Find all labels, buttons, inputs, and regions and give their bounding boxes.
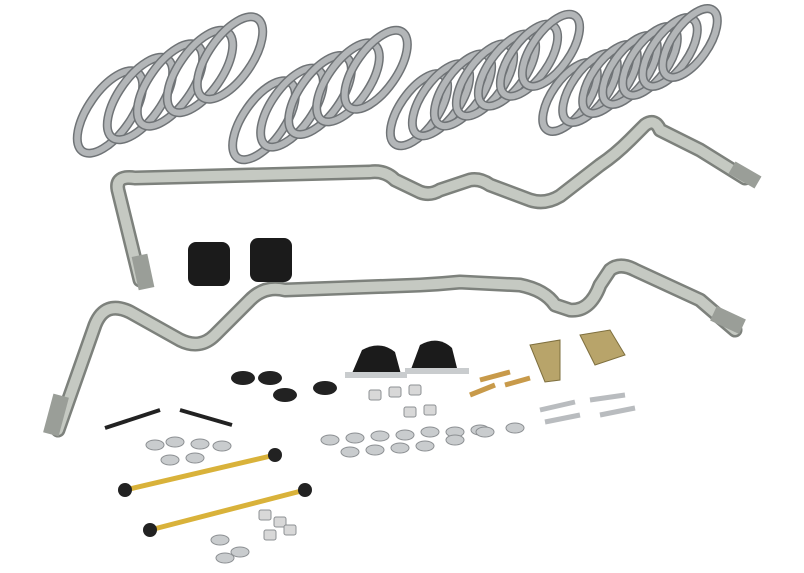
bolt [469, 382, 496, 398]
washer [420, 426, 440, 438]
bushing [250, 238, 292, 282]
nut [258, 509, 272, 521]
end-links [104, 371, 337, 537]
coil-spring [385, 9, 585, 151]
washer [190, 438, 210, 450]
washer [415, 440, 435, 452]
washer [395, 429, 415, 441]
bushing [410, 340, 458, 372]
coil-springs [72, 4, 722, 165]
washer [165, 436, 185, 448]
nut [368, 389, 382, 401]
bushing [188, 242, 230, 286]
bolt [589, 392, 626, 403]
nut [273, 516, 287, 528]
washer [210, 534, 230, 546]
rear-sway-bar [110, 114, 762, 291]
washer [340, 446, 360, 458]
rear-bushings [188, 238, 292, 286]
washer [230, 546, 250, 558]
washer [445, 434, 465, 446]
washer [215, 552, 235, 564]
front-bushings-brackets [345, 340, 469, 378]
nut [408, 384, 422, 396]
angle-brackets [529, 329, 626, 383]
nut [403, 406, 417, 418]
washer [145, 439, 165, 451]
washer [370, 430, 390, 442]
washer [345, 432, 365, 444]
washer [365, 444, 385, 456]
coil-spring [538, 4, 722, 136]
coil-spring [72, 12, 268, 158]
bolt [544, 412, 581, 425]
bolt [599, 405, 636, 418]
washer [212, 440, 232, 452]
bolt [504, 375, 531, 388]
washer [390, 442, 410, 454]
washer [160, 454, 180, 466]
bushing [350, 345, 402, 378]
washer [320, 434, 340, 446]
washer [185, 452, 205, 464]
bolt [479, 369, 511, 383]
nut [263, 529, 277, 541]
bolt [539, 399, 576, 413]
washer [505, 422, 525, 434]
nut [388, 386, 402, 398]
nut [423, 404, 437, 416]
coil-spring [228, 25, 412, 165]
front-sway-bar [43, 258, 746, 438]
hardware-washers-nuts-bolts [145, 369, 636, 564]
nut [283, 524, 297, 536]
washer [475, 426, 495, 438]
